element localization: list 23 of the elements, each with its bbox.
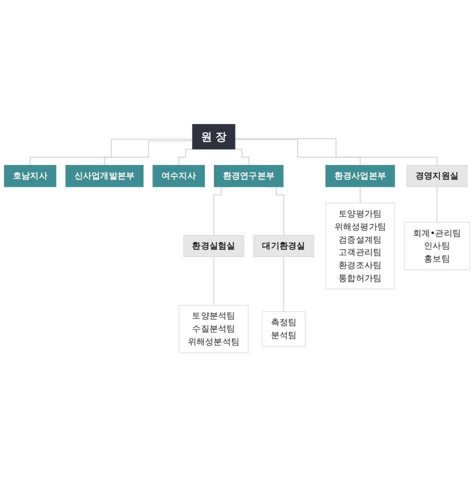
connector	[178, 148, 193, 166]
connector	[104, 140, 193, 166]
connector	[213, 256, 214, 306]
node-box: 경영지원실	[406, 165, 468, 188]
node-box: 환경사업본부	[325, 165, 395, 188]
connector	[234, 139, 361, 166]
node-box: 회계•관리팀 인사팀 홍보팀	[404, 222, 470, 270]
node-box: 토양평가팀 위해성평가팀 검증설계팀 고객관리팀 환경조사팀 통합허가팀	[325, 202, 395, 290]
connector	[234, 138, 438, 166]
connector	[436, 186, 438, 223]
node-box: 토양분석팀 수질분석팀 위해성분석팀	[179, 305, 248, 353]
connector	[360, 186, 361, 204]
node-box: 환경연구본부	[214, 165, 284, 188]
node-box: 신사업개발본부	[65, 165, 144, 188]
node-box: 대기환경실	[253, 235, 314, 258]
node-box: 환경실험실	[183, 235, 244, 258]
connector	[283, 256, 284, 312]
node-box: 호남지사	[4, 165, 56, 188]
node-box: 원 장	[192, 124, 236, 150]
connector	[30, 138, 193, 166]
connector	[234, 148, 250, 166]
node-box: 측정팀 분석팀	[262, 311, 306, 346]
node-box: 여수지사	[152, 165, 205, 188]
